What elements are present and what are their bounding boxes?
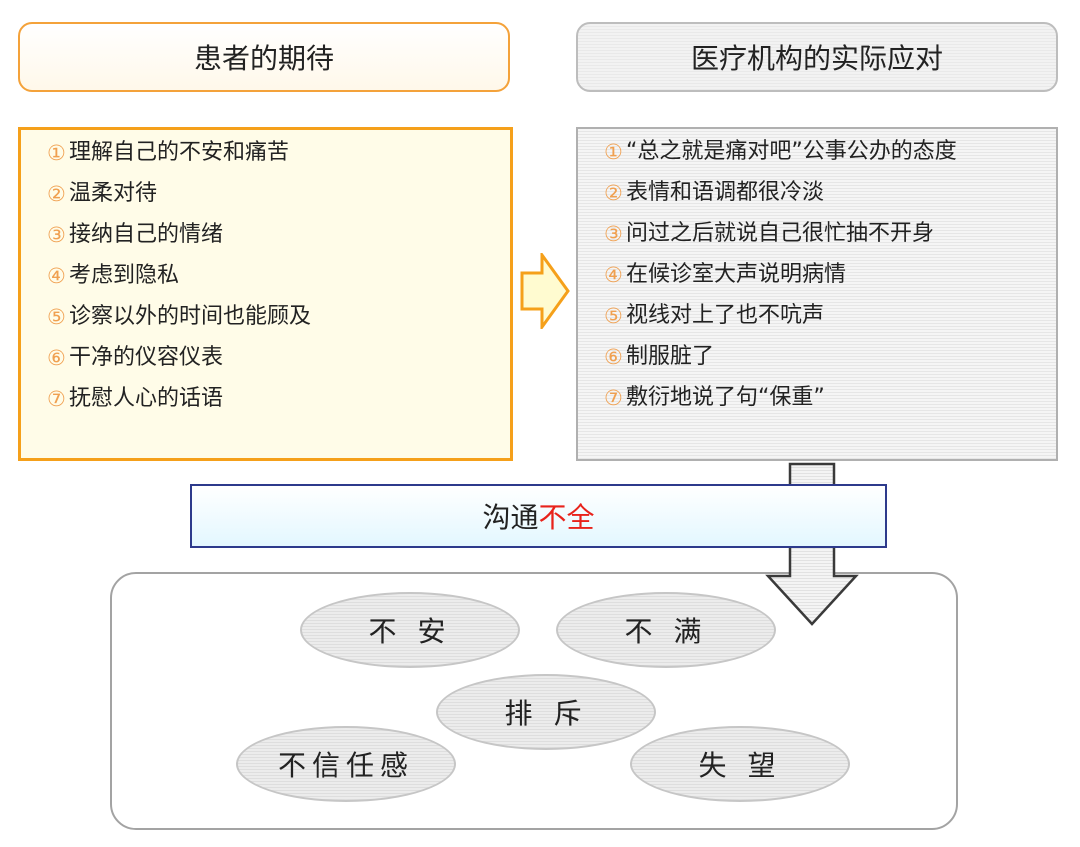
item-number: ②	[604, 181, 623, 205]
item-number: ③	[47, 223, 66, 247]
outcome-disappointment: 失 望	[630, 726, 850, 802]
item-number: ⑤	[47, 305, 66, 329]
banner-prefix: 沟通	[482, 501, 539, 534]
item-number: ⑤	[604, 304, 623, 328]
item-number: ①	[47, 141, 66, 165]
item-number: ②	[47, 182, 66, 206]
arrow-right-icon	[520, 253, 570, 329]
item-number: ⑥	[47, 346, 66, 370]
list-item: ①“总之就是痛对吧”公事公办的态度	[604, 137, 1056, 167]
item-text: 制服脏了	[626, 344, 715, 369]
item-text: 理解自己的不安和痛苦	[69, 140, 290, 165]
item-text: 接纳自己的情绪	[69, 222, 224, 247]
item-number: ③	[604, 222, 623, 246]
item-text: 温柔对待	[69, 181, 158, 206]
outcome-rejection: 排 斥	[436, 674, 656, 750]
item-text: 在候诊室大声说明病情	[626, 262, 847, 287]
item-text: “总之就是痛对吧”公事公办的态度	[626, 139, 957, 164]
item-text: 视线对上了也不吭声	[626, 303, 825, 328]
item-number: ④	[47, 264, 66, 288]
communication-gap-banner: 沟通不全	[190, 484, 887, 548]
item-text: 干净的仪容仪表	[69, 345, 224, 370]
item-text: 考虑到隐私	[69, 263, 180, 288]
item-text: 诊察以外的时间也能顾及	[69, 304, 312, 329]
institution-response-title: 医疗机构的实际应对	[690, 42, 943, 75]
item-number: ④	[604, 263, 623, 287]
item-number: ⑦	[47, 387, 66, 411]
item-text: 抚慰人心的话语	[69, 386, 224, 411]
item-text: 问过之后就说自己很忙抽不开身	[626, 221, 935, 246]
patient-expectation-header: 患者的期待	[18, 22, 510, 92]
item-text: 敷衍地说了句“保重”	[626, 385, 825, 410]
banner-highlight: 不全	[538, 501, 595, 534]
outcome-dissatisfaction: 不 满	[556, 592, 776, 668]
item-text: 表情和语调都很冷淡	[626, 180, 825, 205]
outcome-distrust: 不信任感	[236, 726, 456, 802]
item-number: ⑥	[604, 345, 623, 369]
outcome-anxiety: 不 安	[300, 592, 520, 668]
institution-response-header: 医疗机构的实际应对	[576, 22, 1058, 92]
item-number: ⑦	[604, 386, 623, 410]
item-number: ①	[604, 140, 623, 164]
patient-expectation-title: 患者的期待	[193, 42, 334, 75]
